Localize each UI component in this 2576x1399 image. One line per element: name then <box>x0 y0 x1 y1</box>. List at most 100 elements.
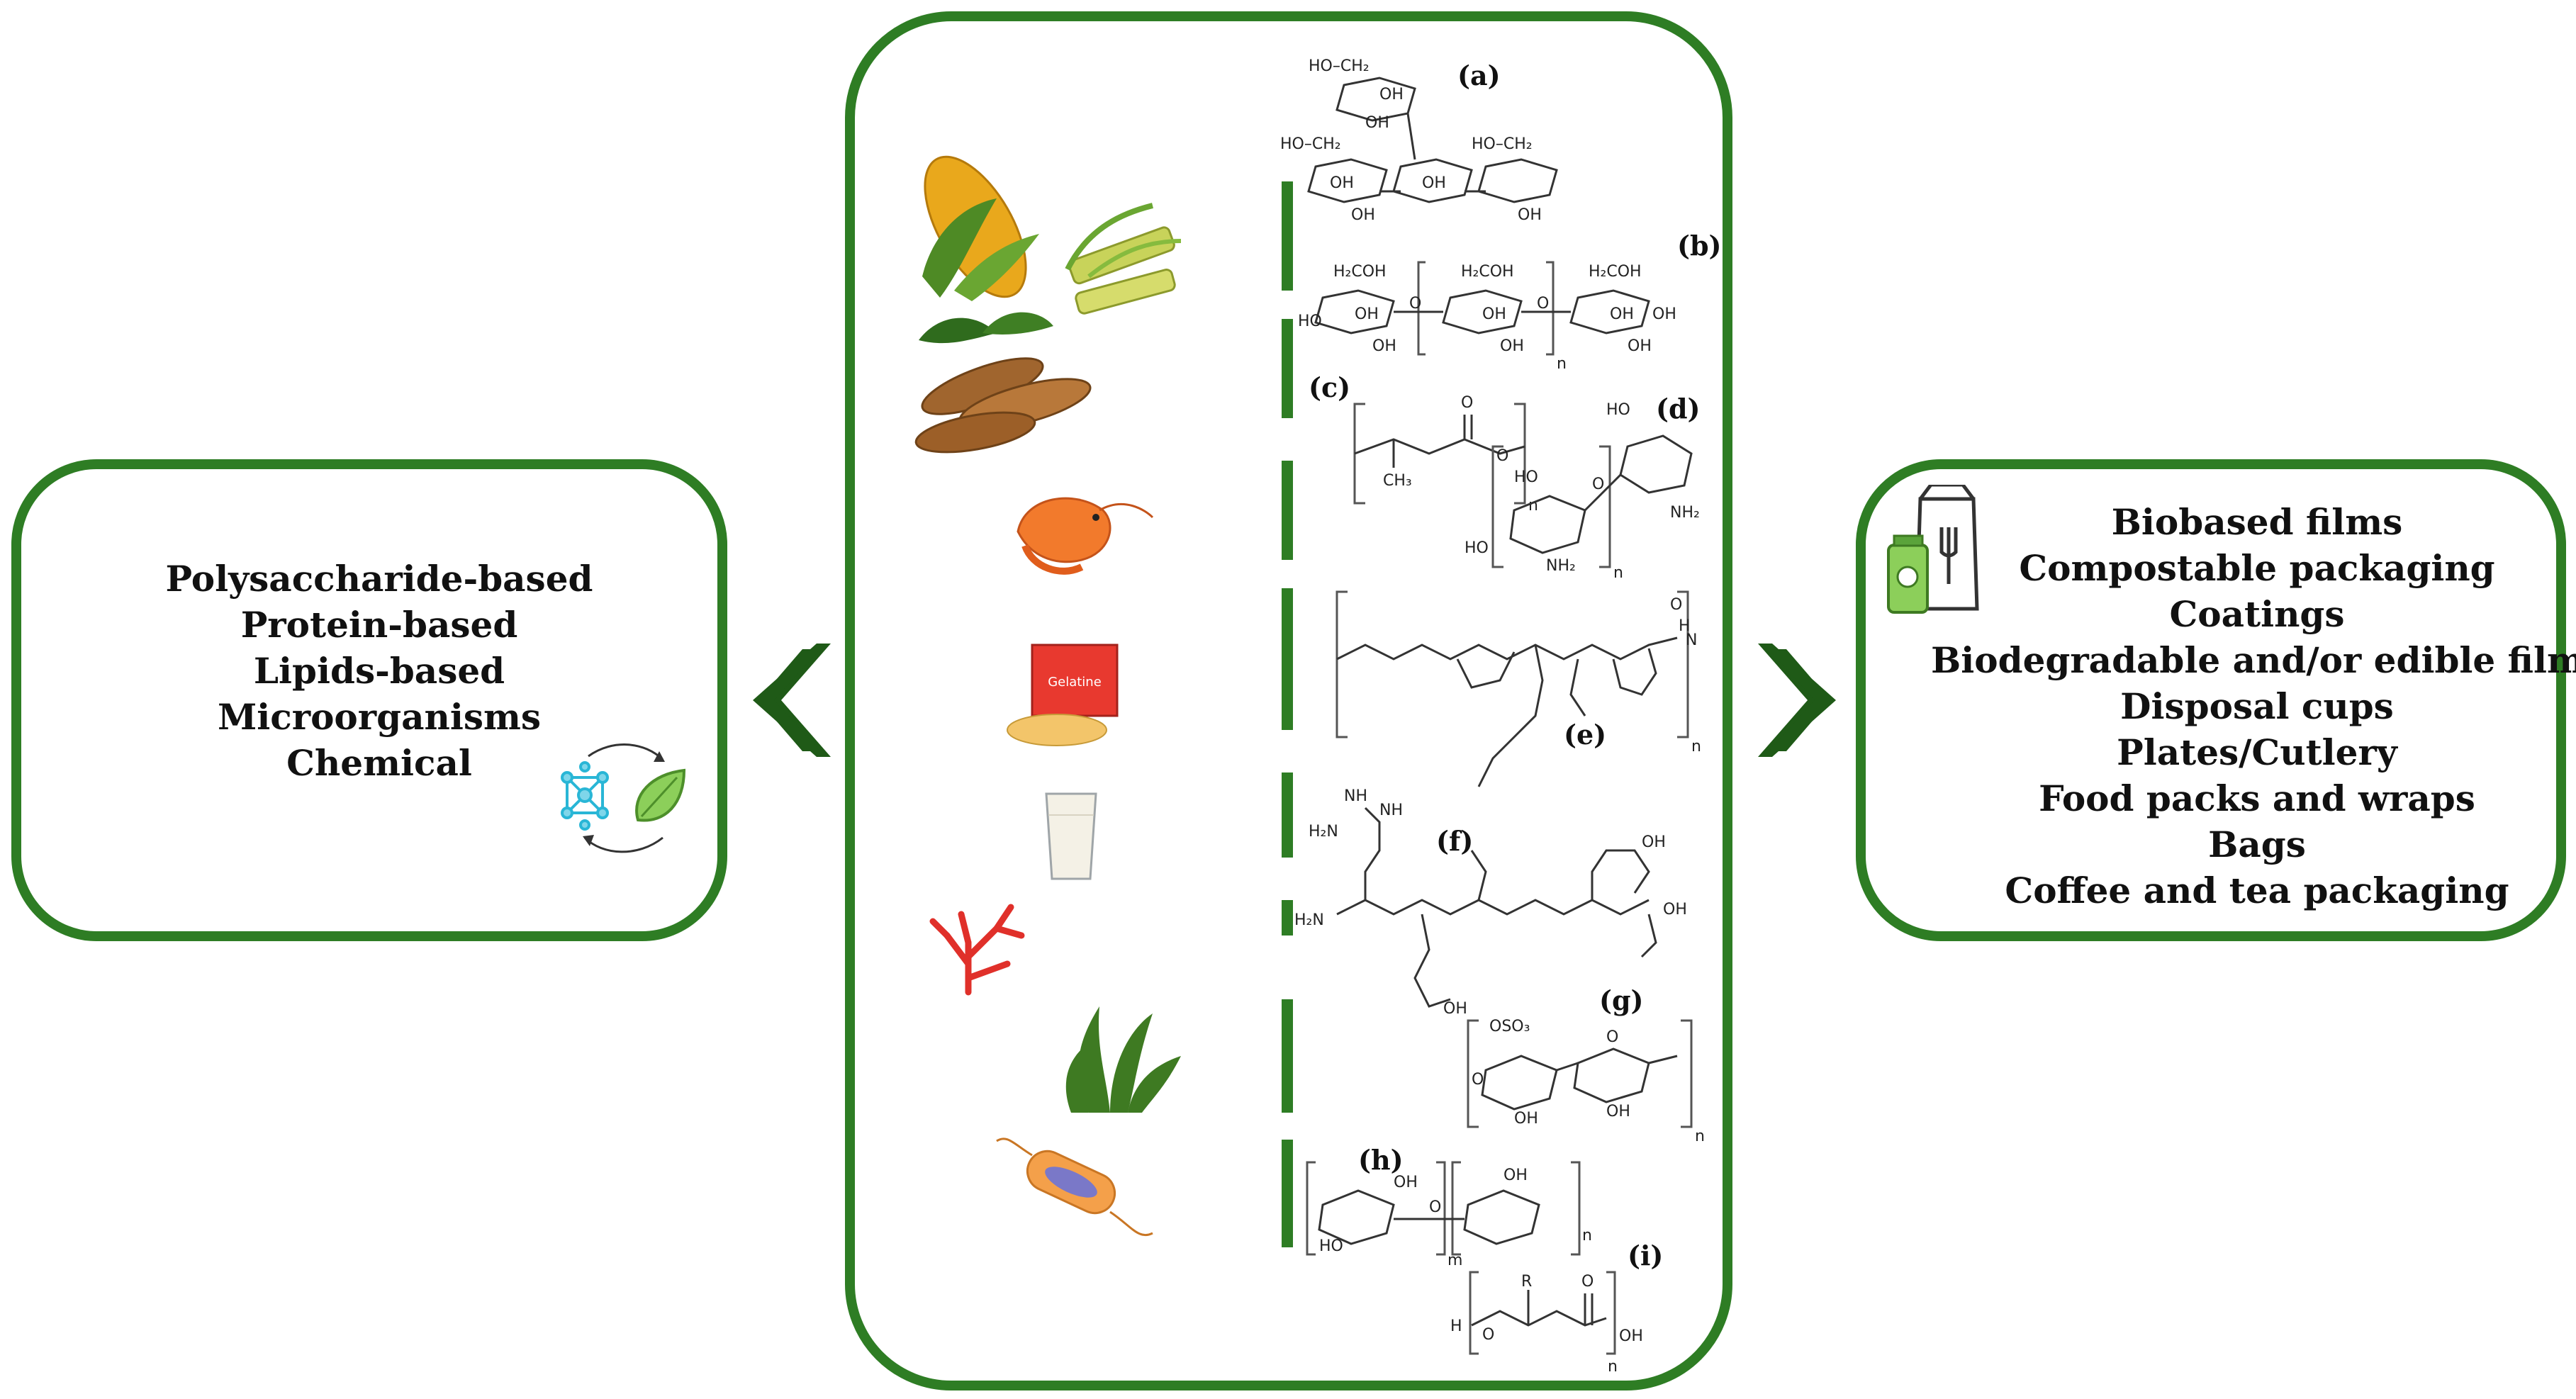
structure-h: (h) OH HO OH O m n <box>1306 1144 1592 1269</box>
svg-text:O: O <box>1581 1273 1594 1291</box>
svg-text:OH: OH <box>1606 1103 1630 1120</box>
svg-text:(d): (d) <box>1656 393 1701 425</box>
category-microorganisms: Microorganisms <box>217 696 542 738</box>
svg-text:OH: OH <box>1379 86 1404 103</box>
svg-text:OH: OH <box>1652 305 1676 323</box>
svg-text:OH: OH <box>1330 174 1354 192</box>
chevron-right-icon <box>1758 644 1836 757</box>
structure-d: (d) HO HO O HO NH₂ NH₂ n <box>1465 393 1701 582</box>
structure-g: (g) OSO₃ OH OH O O n <box>1467 984 1705 1145</box>
svg-text:H₂N: H₂N <box>1309 823 1338 841</box>
svg-text:(b): (b) <box>1677 230 1722 262</box>
structure-a: (a) HO–CH₂ OH OH HO–CH₂ HO–CH₂ OH OH OH … <box>1280 57 1558 224</box>
svg-text:OH: OH <box>1365 114 1389 132</box>
svg-text:OH: OH <box>1503 1167 1528 1184</box>
shrimp-icon <box>1017 497 1154 575</box>
svg-text:OH: OH <box>1518 206 1542 224</box>
svg-text:(f): (f) <box>1436 825 1473 857</box>
applications-panel: Biobased films Compostable packaging Coa… <box>1856 459 2576 941</box>
application-plates-cutlery: Plates/Cutlery <box>2117 731 2397 773</box>
svg-text:(i): (i) <box>1628 1240 1663 1271</box>
svg-text:n: n <box>1608 1358 1618 1376</box>
svg-text:H: H <box>1450 1317 1462 1335</box>
svg-text:HO: HO <box>1465 539 1489 557</box>
application-bags: Bags <box>2208 824 2306 865</box>
svg-text:HO: HO <box>1298 313 1322 330</box>
svg-text:OH: OH <box>1351 206 1375 224</box>
application-coatings: Coatings <box>2169 593 2345 635</box>
svg-text:H₂COH: H₂COH <box>1589 263 1642 281</box>
application-compostable-packaging: Compostable packaging <box>2019 547 2495 589</box>
svg-text:OSO₃: OSO₃ <box>1489 1018 1530 1035</box>
application-disposal-cups: Disposal cups <box>2120 685 2394 727</box>
structure-c: (c) O O CH₃ n <box>1309 371 1538 515</box>
svg-text:O: O <box>1461 394 1473 412</box>
svg-text:OH: OH <box>1500 337 1524 355</box>
seaweed-icon <box>1065 1006 1181 1113</box>
svg-text:O: O <box>1409 295 1421 313</box>
svg-text:OH: OH <box>1610 305 1634 323</box>
svg-text:HO–CH₂: HO–CH₂ <box>1472 135 1533 153</box>
cassava-icon <box>914 312 1092 454</box>
svg-text:O: O <box>1429 1198 1441 1216</box>
category-lipids: Lipids-based <box>253 650 505 692</box>
svg-text:OH: OH <box>1619 1327 1643 1345</box>
svg-text:CH₃: CH₃ <box>1383 472 1412 490</box>
source-categories-list: Polysaccharide-based Protein-based Lipid… <box>21 556 737 786</box>
structure-b: (b) H₂COH H₂COH H₂COH OH OH OH OH OH OH … <box>1298 230 1722 373</box>
svg-text:O: O <box>1670 596 1682 614</box>
svg-text:OH: OH <box>1394 1174 1418 1191</box>
svg-text:HO: HO <box>1514 468 1538 486</box>
svg-text:HO: HO <box>1319 1237 1343 1255</box>
svg-text:H₂COH: H₂COH <box>1461 263 1514 281</box>
svg-text:H₂N: H₂N <box>1294 911 1324 929</box>
svg-text:N: N <box>1686 631 1697 649</box>
svg-text:O: O <box>1472 1071 1484 1089</box>
svg-text:H: H <box>1679 617 1691 635</box>
application-biodegradable-films: Biodegradable and/or edible films <box>1931 639 2576 681</box>
svg-text:NH₂: NH₂ <box>1670 504 1700 522</box>
structure-e: (e) H N O n <box>1335 590 1701 787</box>
svg-text:(c): (c) <box>1309 371 1350 403</box>
svg-text:(a): (a) <box>1457 60 1501 91</box>
svg-text:O: O <box>1592 476 1604 493</box>
svg-text:n: n <box>1557 355 1567 373</box>
packaging-icon <box>1887 485 1979 614</box>
center-illustration: Gelatine <box>914 57 1722 1376</box>
application-food-packs: Food packs and wraps <box>2039 777 2475 819</box>
application-coffee-tea: Coffee and tea packaging <box>2005 870 2509 911</box>
svg-text:(e): (e) <box>1564 719 1606 751</box>
bacterium-icon <box>996 1137 1153 1237</box>
svg-text:(g): (g) <box>1599 984 1644 1016</box>
svg-text:H₂COH: H₂COH <box>1333 263 1387 281</box>
svg-text:n: n <box>1691 738 1701 755</box>
svg-text:OH: OH <box>1628 337 1652 355</box>
svg-text:m: m <box>1447 1252 1462 1269</box>
svg-text:OH: OH <box>1443 1000 1467 1018</box>
svg-text:O: O <box>1606 1028 1618 1046</box>
svg-text:n: n <box>1613 564 1623 582</box>
svg-text:n: n <box>1528 497 1538 515</box>
svg-text:O: O <box>1537 295 1549 313</box>
application-biobased-films: Biobased films <box>2111 501 2403 543</box>
svg-text:NH: NH <box>1379 802 1403 819</box>
svg-text:OH: OH <box>1514 1110 1538 1128</box>
applications-list: Biobased films Compostable packaging Coa… <box>1931 499 2576 914</box>
svg-text:n: n <box>1582 1227 1592 1245</box>
svg-text:O: O <box>1482 1326 1494 1344</box>
chevron-left-icon <box>753 644 831 757</box>
sources-and-structures-panel: Gelatine <box>845 11 1732 1390</box>
category-polysaccharide: Polysaccharide-based <box>165 558 593 600</box>
source-categories-panel: Polysaccharide-based Protein-based Lipid… <box>11 459 727 941</box>
structure-f: (f) NH H₂N NH H₂N OH OH OH <box>1294 787 1687 1018</box>
svg-text:(h): (h) <box>1358 1144 1404 1176</box>
red-coral-icon <box>929 904 1025 996</box>
svg-text:NH₂: NH₂ <box>1546 557 1576 575</box>
corn-icon <box>922 155 1039 301</box>
svg-text:OH: OH <box>1422 174 1446 192</box>
svg-text:HO–CH₂: HO–CH₂ <box>1280 135 1341 153</box>
gelatine-icon: Gelatine <box>1007 644 1119 746</box>
svg-text:NH: NH <box>1344 787 1367 805</box>
svg-text:R: R <box>1521 1273 1532 1291</box>
svg-text:HO–CH₂: HO–CH₂ <box>1309 57 1370 75</box>
